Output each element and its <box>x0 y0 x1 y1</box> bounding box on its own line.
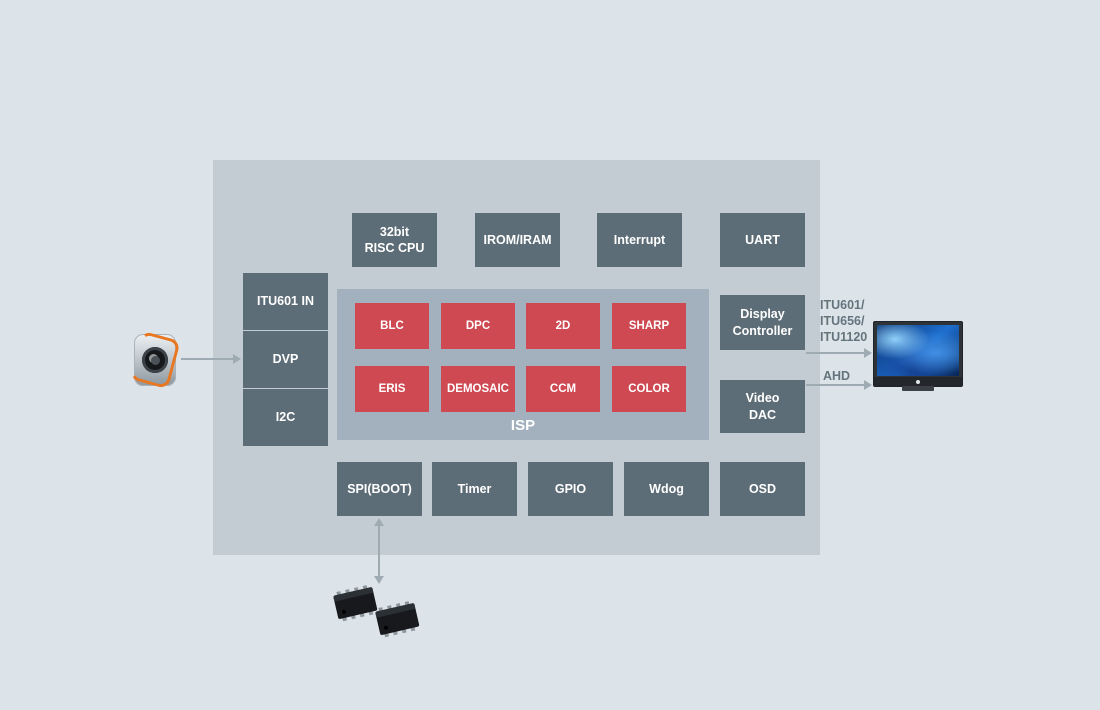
arrow-display-to-monitor <box>806 348 872 358</box>
itu-output-label: ITU601/ ITU656/ ITU1120 <box>820 298 868 344</box>
isp-title: ISP <box>510 417 536 434</box>
block-itu601-in: ITU601 IN <box>243 273 328 330</box>
block-gpio: GPIO <box>528 462 613 516</box>
block-eris: ERIS <box>355 366 429 412</box>
block-sharp: SHARP <box>612 303 686 349</box>
block-ccm: CCM <box>526 366 600 412</box>
camera-icon <box>129 330 181 390</box>
block-interrupt: Interrupt <box>597 213 682 267</box>
block-osd: OSD <box>720 462 805 516</box>
block-i2c: I2C <box>243 389 328 446</box>
block-display-controller: Display Controller <box>720 295 805 350</box>
arrow-videodac-to-monitor <box>806 380 872 390</box>
monitor-power-dot <box>916 379 920 384</box>
block-timer: Timer <box>432 462 517 516</box>
ahd-output-label: AHD <box>823 369 851 383</box>
block-irom-iram: IROM/IRAM <box>475 213 560 267</box>
block-spi-boot: SPI(BOOT) <box>337 462 422 516</box>
block-blc: BLC <box>355 303 429 349</box>
block-video-dac: Video DAC <box>720 380 805 433</box>
block-dpc: DPC <box>441 303 515 349</box>
block-2d: 2D <box>526 303 600 349</box>
monitor-icon <box>873 321 963 391</box>
block-wdog: Wdog <box>624 462 709 516</box>
block-risc-cpu: 32bit RISC CPU <box>352 213 437 267</box>
block-demosaic: DEMOSAIC <box>441 366 515 412</box>
camera-lens <box>142 347 168 373</box>
arrow-spi-to-flash <box>374 518 384 584</box>
block-dvp: DVP <box>243 331 328 388</box>
block-color: COLOR <box>612 366 686 412</box>
arrow-camera-to-dvp <box>181 354 241 364</box>
spi-flash-chips-icon <box>333 585 420 638</box>
monitor-screen <box>877 325 959 376</box>
monitor-bezel-bar <box>874 377 962 386</box>
block-uart: UART <box>720 213 805 267</box>
monitor-stand <box>902 386 934 391</box>
camera-lens-highlight <box>150 355 160 365</box>
